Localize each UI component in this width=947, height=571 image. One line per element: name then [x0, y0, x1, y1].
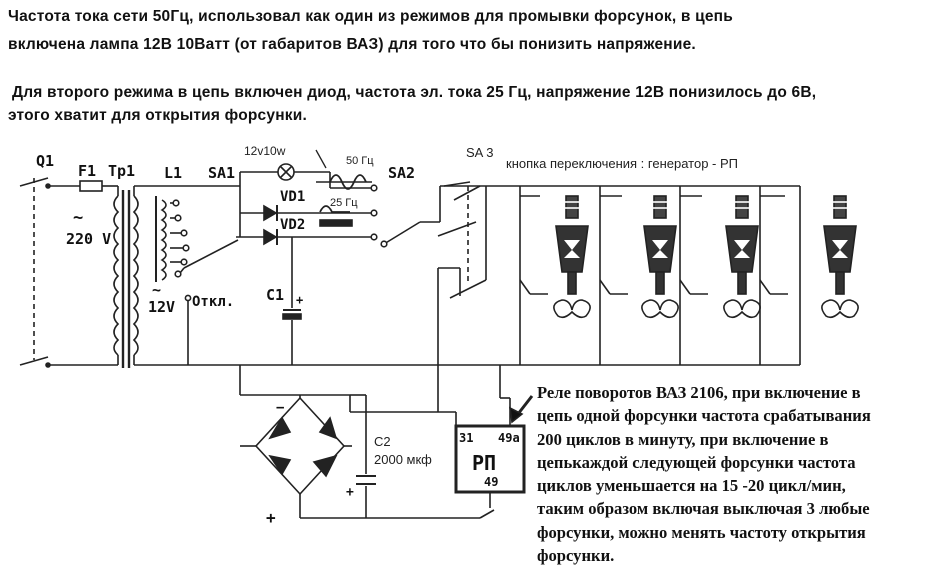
sa1-label: SA1: [208, 164, 235, 182]
c1-plus: +: [296, 293, 303, 307]
out-voltage: 12V: [148, 298, 175, 316]
waveform-25hz-icon: [319, 205, 353, 227]
relay-pin-49a: 49а: [498, 431, 520, 445]
c2-label: C2: [374, 434, 391, 449]
capacitor-c1: [282, 309, 302, 320]
fuse-f1: [79, 180, 103, 192]
diode-vd1: [263, 204, 278, 222]
c1-label: C1: [266, 286, 284, 304]
note-line-5: циклов уменьшается на 15 -20 цикл/мин,: [537, 476, 846, 496]
switch-sa1: [170, 199, 239, 278]
transformer-tr1: [113, 190, 139, 368]
capacitor-c2: [356, 475, 376, 485]
sa3-label: SA 3: [466, 145, 493, 160]
coil-l1: [155, 196, 167, 282]
switch-sa2: [330, 184, 440, 248]
relay-pin-49: 49: [484, 475, 498, 489]
note-line-3: 200 циклов в минуту, при включение в: [537, 429, 829, 449]
freq-25-label: 25 Гц: [330, 197, 358, 209]
injector-2-icon: [641, 195, 679, 319]
injector-3-icon: [723, 195, 761, 319]
diode-vd2: [263, 228, 278, 246]
arrow-icon: [508, 395, 534, 424]
q1-label: Q1: [36, 152, 54, 170]
out-ac-symbol: ~: [152, 281, 161, 299]
sa3-caption: кнопка переключения : генератор - РП: [506, 156, 738, 171]
q1-switch: [19, 177, 51, 368]
vd1-label: VD1: [280, 189, 305, 205]
off-label: Откл.: [192, 294, 234, 310]
mains-voltage: 220 V: [66, 230, 111, 248]
c2-plus: +: [346, 485, 354, 500]
note-line-6: таким образом включая выключая 3 любые: [537, 499, 870, 519]
header-line-1: Частота тока сети 50Гц, использовал как …: [8, 8, 733, 25]
injector-1-icon: [553, 195, 591, 319]
bridge-rectifier: [240, 394, 480, 519]
vd2-label: VD2: [280, 217, 305, 233]
injectors: [519, 186, 801, 365]
plus-label: +: [266, 508, 276, 527]
lamp-12v10w: [239, 163, 331, 188]
injector-4-icon: [821, 195, 859, 319]
tr1-label: Tp1: [108, 162, 135, 180]
relay-note: Реле поворотов ВАЗ 2106, при включение в…: [537, 381, 943, 567]
ac-symbol: ~: [73, 208, 83, 228]
note-line-1: Реле поворотов ВАЗ 2106, при включение в: [537, 383, 861, 402]
header-line-4: этого хватит для открытия форсунки.: [8, 107, 307, 124]
header-line-2: включена лампа 12В 10Ватт (от габаритов …: [8, 36, 696, 53]
l1-label: L1: [164, 164, 182, 182]
note-line-2: цепь одной форсунки частота срабатывания: [537, 406, 871, 426]
note-line-8: форсунки.: [537, 546, 615, 566]
note-line-4: цепькаждой следующей форсунки частота: [537, 452, 856, 472]
waveform-50hz-icon: [315, 149, 372, 190]
relay-pin-31: 31: [459, 431, 473, 445]
minus-label: −: [276, 400, 284, 416]
sa2-label: SA2: [388, 164, 415, 182]
switch-sa3: [437, 181, 800, 365]
freq-50-label: 50 Гц: [346, 155, 374, 167]
header-line-3: Для второго режима в цепь включен диод, …: [12, 84, 817, 101]
note-line-7: форсунки, можно менять частоту открытия: [537, 522, 866, 542]
lamp-label: 12v10w: [244, 144, 286, 158]
c2-value: 2000 мкф: [374, 452, 432, 467]
relay-name: РП: [472, 451, 496, 475]
f1-label: F1: [78, 162, 96, 180]
